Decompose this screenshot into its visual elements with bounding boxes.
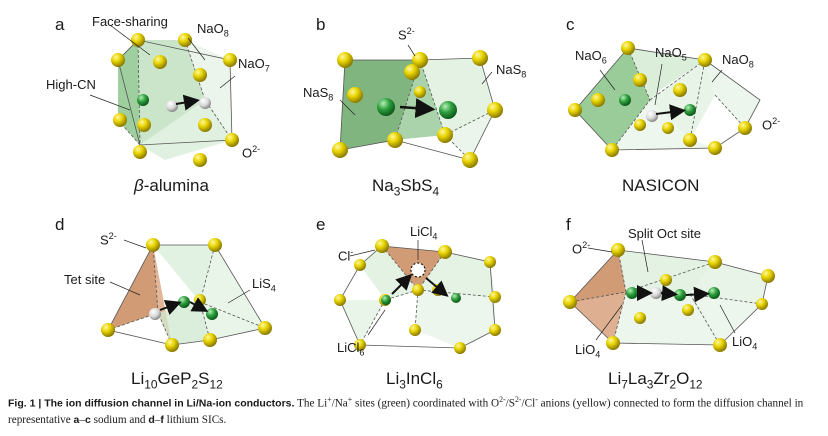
panel-a-structure <box>90 25 239 167</box>
panel-e-structure <box>334 239 501 354</box>
panel-d-title: Li10GeP2S12 <box>131 369 223 391</box>
panel-f-title: Li7La3Zr2O12 <box>608 369 703 391</box>
panel-c-title: NASICON <box>622 176 699 196</box>
panel-f-o2-label: O2- <box>572 240 590 256</box>
panel-d-lis4-label: LiS4 <box>252 276 276 294</box>
panel-a-nao7-label: NaO7 <box>238 56 270 74</box>
panel-b-letter: b <box>316 15 325 35</box>
panel-c-nao6-label: NaO6 <box>575 48 607 66</box>
panel-b-nas8-left-label: NaS8 <box>303 85 333 103</box>
panel-c-o2-label: O2- <box>762 116 780 132</box>
panel-d-s2-label: S2- <box>100 231 117 247</box>
panel-b-s2-label: S2- <box>398 26 415 42</box>
panel-d-letter: d <box>55 215 64 235</box>
panel-b-structure <box>332 45 503 168</box>
panel-b-title: Na3SbS4 <box>372 176 439 198</box>
panel-c-nao8-label: NaO8 <box>722 52 754 70</box>
panel-a-letter: a <box>55 15 64 35</box>
panel-e-title: Li3InCl6 <box>386 369 443 391</box>
panel-e-licl4-label: LiCl4 <box>410 224 437 242</box>
panel-e-licl6-label: LiCl6 <box>337 340 364 358</box>
panel-b-nas8-right-label: NaS8 <box>496 62 526 80</box>
panel-e-letter: e <box>316 215 325 235</box>
panel-a-o2-label: O2- <box>242 144 260 160</box>
panel-c-nao5-label: NaO5 <box>655 45 687 63</box>
caption-figure-label: Fig. 1 | The ion diffusion channel in Li… <box>8 398 294 410</box>
panel-f-lio4-left-label: LiO4 <box>575 342 600 360</box>
panel-a-high-cn-label: High-CN <box>46 77 96 92</box>
panel-f-lio4-right-label: LiO4 <box>732 334 757 352</box>
panel-f-letter: f <box>566 215 571 235</box>
panel-a-face-sharing-label: Face-sharing <box>92 14 168 29</box>
panel-a-title: β-alumina <box>134 176 209 196</box>
panel-d-tet-site-label: Tet site <box>64 272 105 287</box>
panel-a-nao8-label: NaO8 <box>197 21 229 39</box>
panel-c-letter: c <box>566 15 575 35</box>
panel-f-split-oct-label: Split Oct site <box>628 226 701 241</box>
panel-e-cl-label: Cl- <box>338 247 353 263</box>
panel-d-structure <box>101 238 272 352</box>
figure-caption: Fig. 1 | The ion diffusion channel in Li… <box>8 392 823 428</box>
